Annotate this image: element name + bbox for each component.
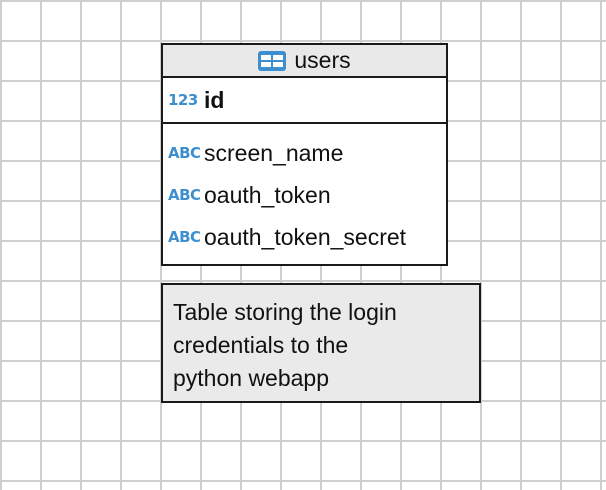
field-row-oauth-token-secret[interactable]: ABC oauth_token_secret	[163, 216, 446, 258]
primary-key-row[interactable]: 123 id	[163, 78, 446, 124]
entity-header[interactable]: users	[163, 45, 446, 78]
fields-list: ABC screen_name ABC oauth_token ABC oaut…	[163, 124, 446, 264]
table-icon	[258, 50, 287, 71]
field-row-screen-name[interactable]: ABC screen_name	[163, 132, 446, 174]
field-name: oauth_token_secret	[204, 223, 407, 250]
note-box[interactable]: Table storing the login credentials to t…	[161, 283, 481, 403]
field-row-oauth-token[interactable]: ABC oauth_token	[163, 174, 446, 216]
entity-title: users	[294, 47, 351, 73]
primary-key-name: id	[204, 86, 225, 113]
field-name: screen_name	[204, 139, 344, 166]
text-type-badge: ABC	[168, 144, 201, 162]
text-type-badge: ABC	[168, 228, 201, 246]
field-name: oauth_token	[204, 181, 331, 208]
numeric-type-badge: 123	[168, 91, 198, 109]
entity-table-users[interactable]: users 123 id ABC screen_name ABC oauth_t…	[161, 43, 448, 266]
note-text: Table storing the login credentials to t…	[173, 299, 397, 391]
text-type-badge: ABC	[168, 186, 201, 204]
